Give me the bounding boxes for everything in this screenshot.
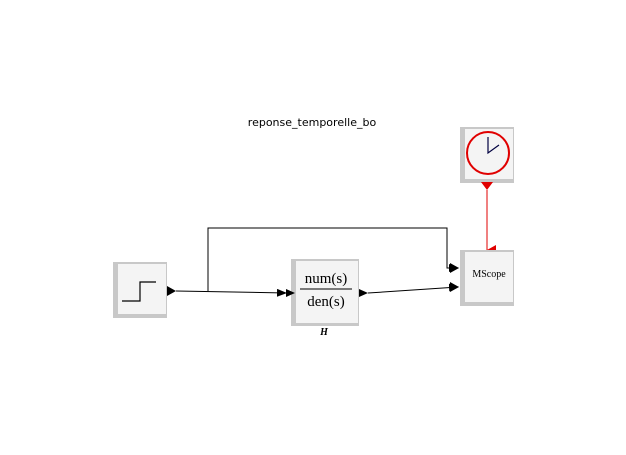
clock-output-port[interactable] (481, 182, 493, 190)
diagram-title: reponse_temporelle_bo (248, 116, 377, 129)
denominator-label: den(s) (307, 294, 345, 310)
clock-icon (466, 131, 510, 175)
link-step-to-transfer[interactable] (175, 288, 287, 297)
step-block[interactable] (113, 262, 176, 318)
transfer-sublabel: H (319, 327, 329, 338)
numerator-label: num(s) (305, 271, 348, 287)
link-transfer-to-scope[interactable] (367, 283, 459, 294)
step-output-port[interactable] (167, 286, 176, 296)
scope-input-port-2[interactable] (450, 282, 459, 292)
transfer-input-port[interactable] (286, 289, 295, 297)
scope-input-port-1[interactable] (450, 263, 459, 273)
step-icon (122, 281, 156, 302)
transfer-output-port[interactable] (359, 289, 368, 297)
mscope-block[interactable]: MScope (450, 250, 514, 306)
clock-block[interactable] (460, 127, 514, 190)
transfer-function-block[interactable]: num(s) den(s) (286, 259, 368, 326)
mscope-label: MScope (472, 269, 506, 280)
